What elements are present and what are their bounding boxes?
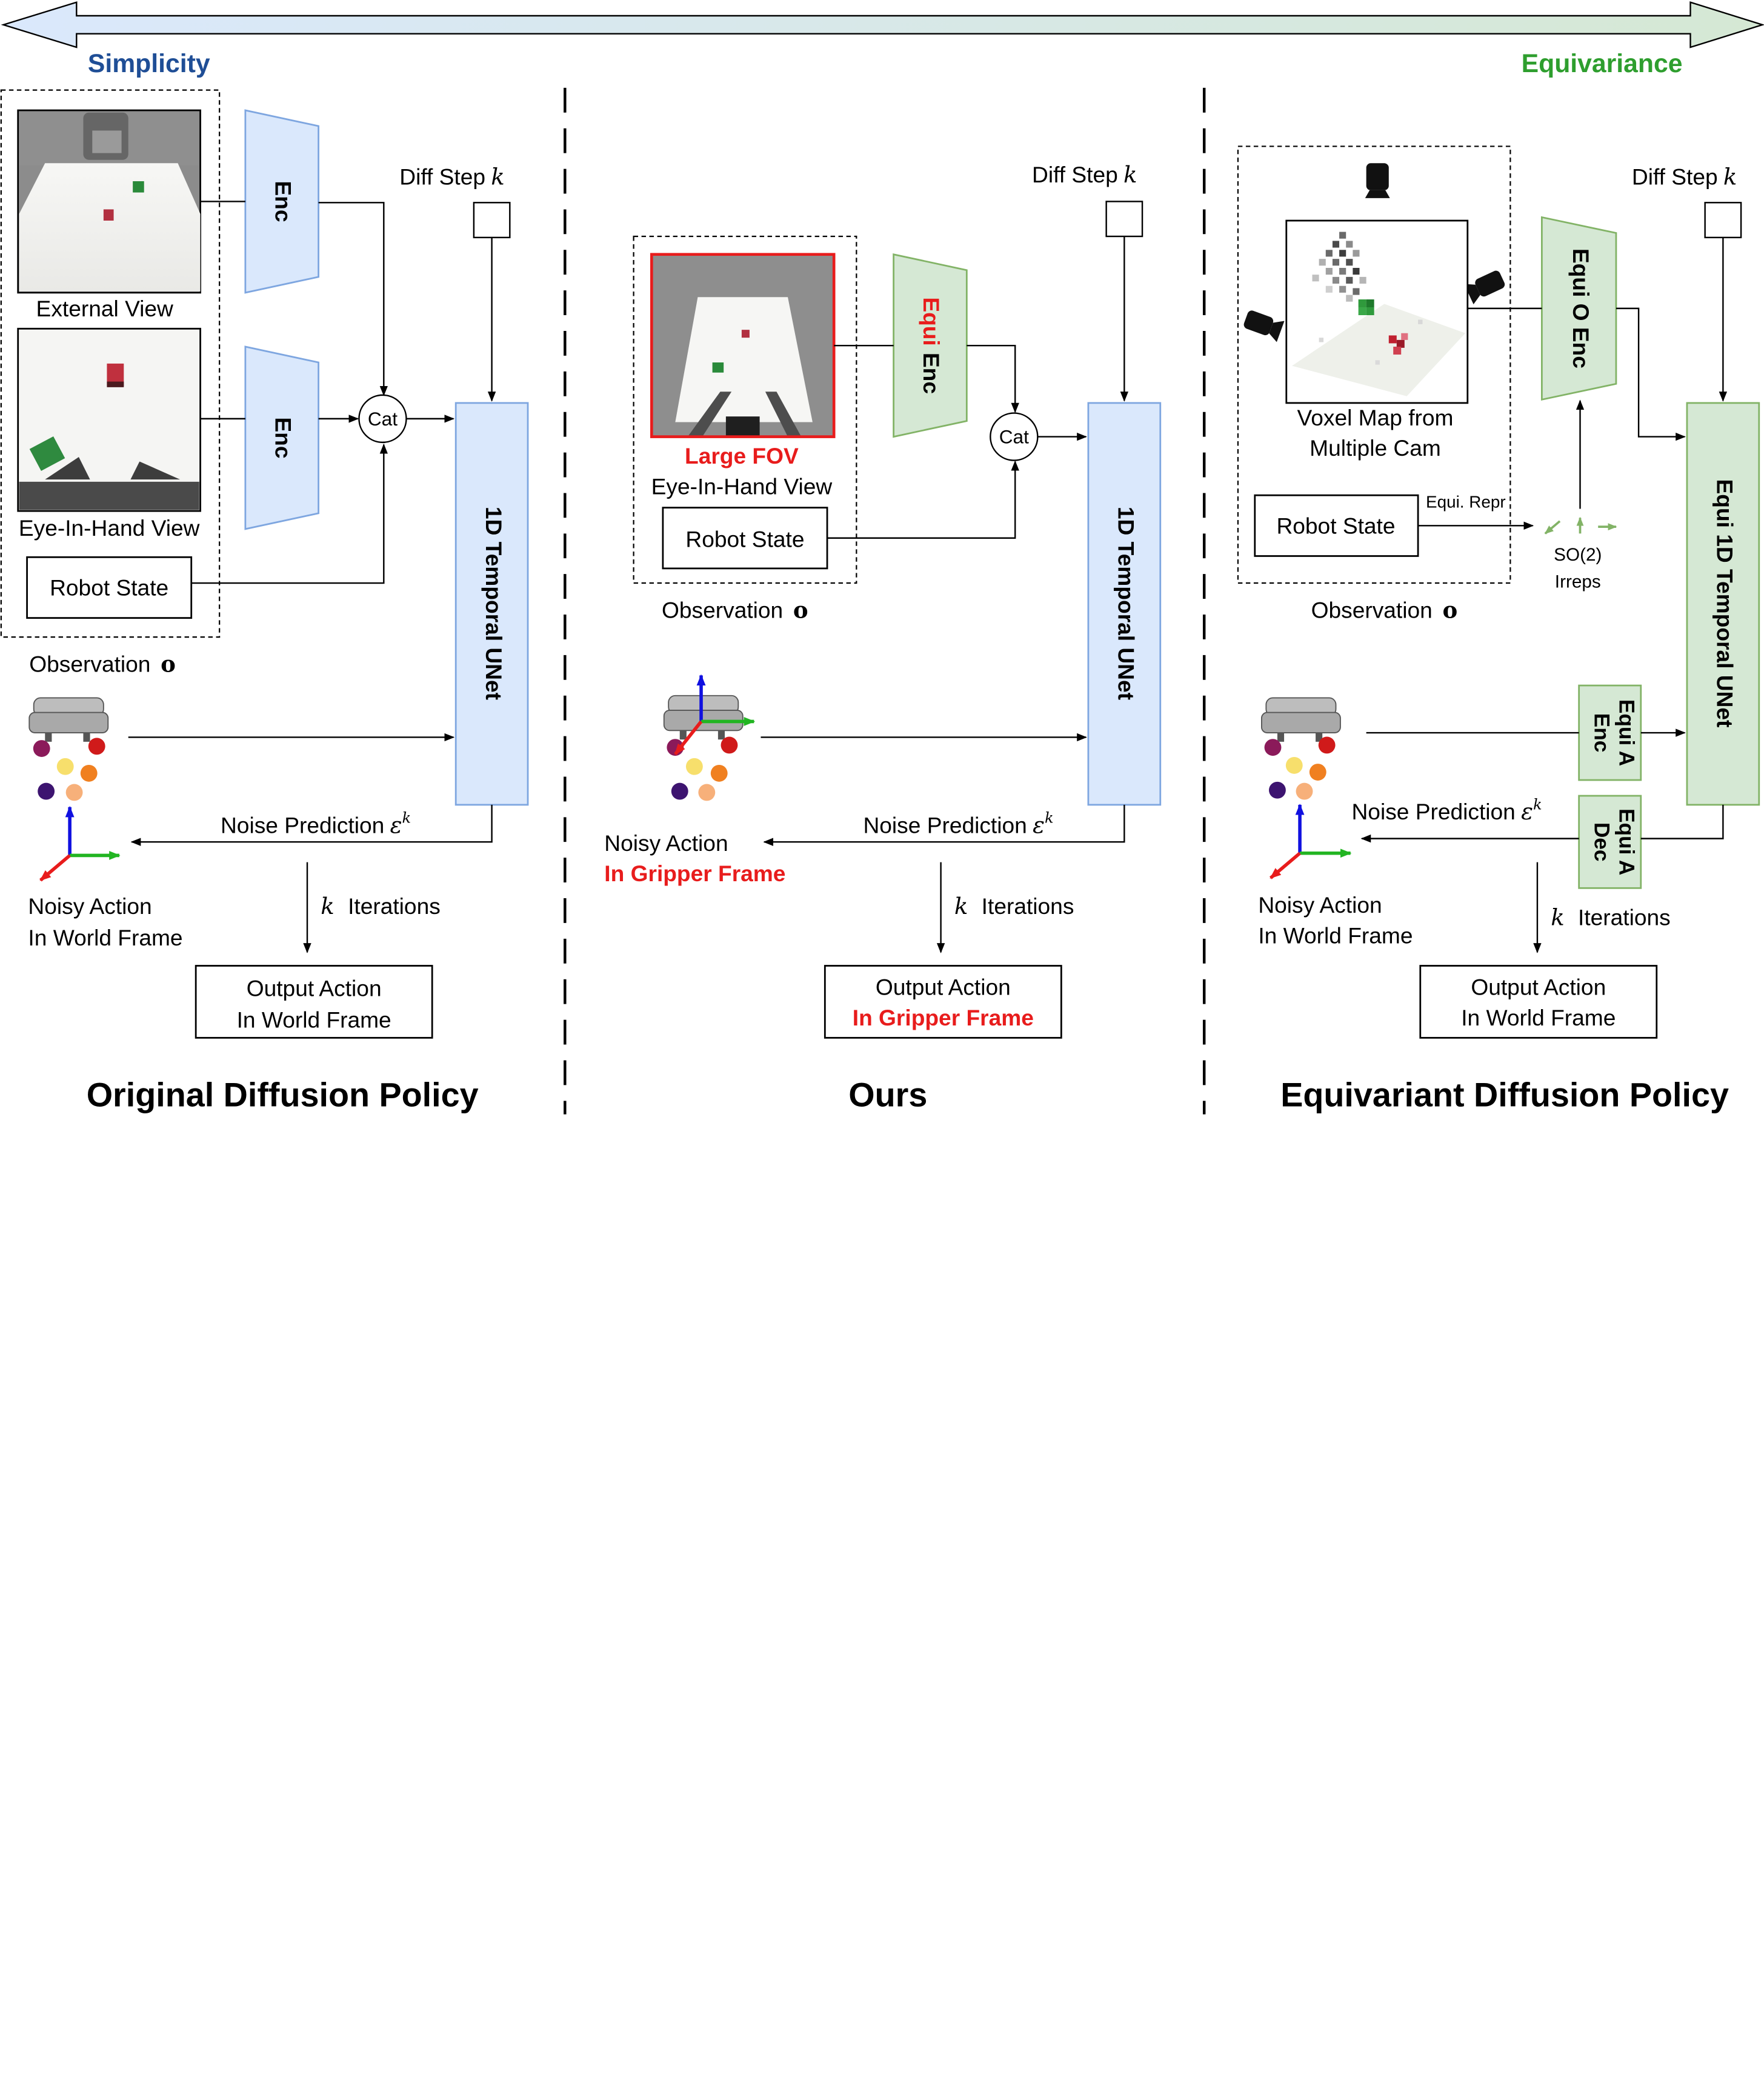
- diff-step-box: [1105, 201, 1143, 238]
- equi-o-encoder-label: Equi O Enc: [1568, 248, 1594, 368]
- left-panel: External View Eye-In-Hand View Robot Sta…: [0, 89, 529, 1114]
- action-dots: [1264, 736, 1336, 800]
- temporal-unet-label: 1D Temporal UNet: [1114, 507, 1139, 700]
- equi-repr-label: Equi. Repr: [1426, 493, 1506, 512]
- output-action-box: [195, 965, 433, 1039]
- robot-state-box: [662, 507, 828, 570]
- equi-encoder-label: EquiEnc: [919, 297, 944, 394]
- equi-a-encoder: [1578, 684, 1642, 781]
- noisy-action-label-2: In World Frame: [28, 925, 182, 950]
- gripper-icon: [1260, 697, 1341, 742]
- robot-state-box: [1254, 494, 1419, 557]
- temporal-unet: [1087, 402, 1162, 806]
- robot-state-label: Robot State: [1276, 513, 1395, 538]
- equivariance-label: Equivariance: [1522, 49, 1683, 78]
- external-view-image: [17, 109, 201, 294]
- irreps-label: Irreps: [1555, 572, 1601, 592]
- action-dots: [33, 738, 105, 801]
- concat-label: Cat: [999, 426, 1029, 448]
- equi-temporal-unet: [1686, 402, 1760, 806]
- equi-o-encoder: [1540, 216, 1617, 401]
- eye-in-hand-encoder-label: Enc: [270, 417, 296, 458]
- gripper-icon: [28, 697, 109, 742]
- eye-in-hand-view-image: [17, 327, 201, 512]
- eye-in-hand-view-label: Eye-In-Hand View: [651, 473, 833, 499]
- left-panel-title: Original Diffusion Policy: [87, 1076, 479, 1114]
- output-action-label-1: Output Action: [1471, 975, 1606, 1000]
- output-action-label-1: Output Action: [876, 975, 1011, 1000]
- world-frame-axes-icon: [1269, 804, 1352, 879]
- observation-group: [0, 89, 221, 638]
- diagram-canvas: Simplicity Equivariance External View: [0, 1, 1764, 1115]
- equi-a-encoder-label: Equi AEnc: [1590, 699, 1639, 766]
- output-action-label-2: In World Frame: [1461, 1005, 1616, 1030]
- robot-state-box: [26, 556, 193, 619]
- output-action-box: [1419, 965, 1658, 1039]
- external-encoder: [244, 109, 319, 294]
- temporal-unet-label: 1D Temporal UNet: [481, 507, 507, 700]
- large-fov-image: [650, 253, 836, 438]
- world-frame-axes-icon: [39, 805, 121, 882]
- diff-step-box: [1704, 202, 1742, 239]
- so2-irreps-icon: [1544, 516, 1617, 535]
- output-action-label-2: In World Frame: [237, 1007, 391, 1033]
- eye-in-hand-view-label: Eye-In-Hand View: [19, 515, 200, 541]
- simplicity-equivariance-arrow: [1, 1, 1764, 48]
- external-view-label: External View: [36, 296, 173, 321]
- equi-a-decoder: [1578, 795, 1642, 889]
- gripper-icon: [663, 695, 744, 740]
- simplicity-label: Simplicity: [88, 49, 210, 78]
- equi-temporal-unet-label: Equi 1D Temporal UNet: [1712, 479, 1738, 728]
- noisy-action-label-2: In Gripper Frame: [604, 861, 785, 886]
- gripper-frame-axes-icon: [674, 674, 756, 756]
- so2-label: SO(2): [1554, 545, 1602, 565]
- eye-in-hand-encoder: [244, 345, 319, 530]
- diff-step-box: [473, 202, 511, 239]
- observation-group: [1237, 145, 1511, 584]
- output-action-label-1: Output Action: [247, 976, 382, 1001]
- voxel-map-label-1: Voxel Map from: [1297, 405, 1454, 430]
- middle-panel-title: Ours: [848, 1076, 927, 1114]
- camera-right-icon: [1463, 270, 1505, 305]
- output-action-box: [824, 965, 1062, 1039]
- middle-panel: Large FOV Eye-In-Hand View Robot State O…: [604, 162, 1162, 1114]
- robot-state-label: Robot State: [50, 575, 168, 600]
- noisy-action-label-1: Noisy Action: [28, 893, 151, 919]
- voxel-map-image: [1285, 219, 1469, 404]
- action-dots: [667, 736, 738, 801]
- equi-a-decoder-label: Equi ADec: [1590, 808, 1639, 875]
- right-panel: Voxel Map from Multiple Cam Robot State …: [1237, 145, 1760, 1114]
- output-action-label-2: In Gripper Frame: [853, 1005, 1034, 1030]
- noisy-action-label-2: In World Frame: [1258, 922, 1413, 948]
- right-panel-title: Equivariant Diffusion Policy: [1280, 1076, 1729, 1114]
- noisy-action-label-1: Noisy Action: [604, 830, 728, 856]
- voxel-map-label-2: Multiple Cam: [1310, 435, 1441, 461]
- large-fov-label: Large FOV: [685, 443, 799, 468]
- robot-state-label: Robot State: [685, 527, 804, 552]
- concat-node: [990, 412, 1039, 461]
- concat-label: Cat: [368, 408, 398, 430]
- external-encoder-label: Enc: [270, 181, 296, 222]
- camera-top-icon: [1365, 163, 1390, 198]
- camera-left-icon: [1243, 310, 1285, 342]
- equi-encoder: [893, 253, 968, 438]
- noisy-action-label-1: Noisy Action: [1258, 892, 1382, 918]
- temporal-unet: [454, 402, 529, 806]
